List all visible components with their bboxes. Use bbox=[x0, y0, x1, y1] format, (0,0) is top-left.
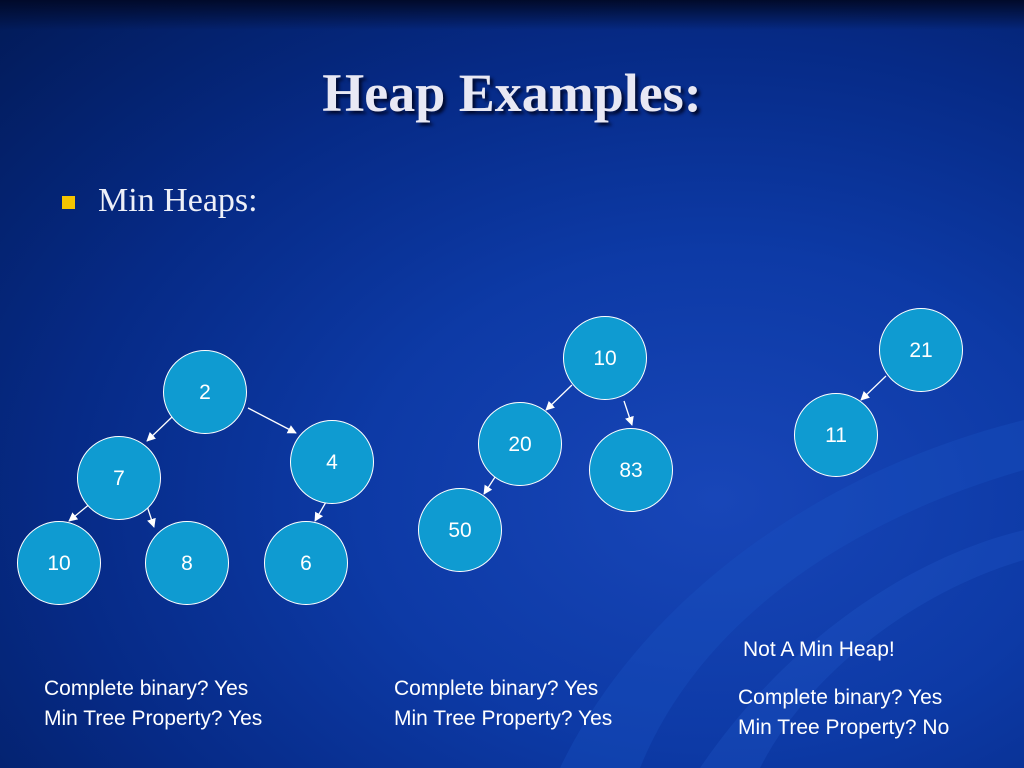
tree1-node-left-right: 8 bbox=[145, 521, 229, 605]
tree3-node-root: 21 bbox=[879, 308, 963, 392]
bullet-square-icon bbox=[62, 196, 75, 209]
tree2-node-left-left: 50 bbox=[418, 488, 502, 572]
tree2-node-left: 20 bbox=[478, 402, 562, 486]
min-tree-property-text: Min Tree Property? Yes bbox=[44, 707, 263, 730]
node-label: 6 bbox=[300, 552, 312, 575]
node-label: 8 bbox=[181, 552, 193, 575]
tree1-node-left: 7 bbox=[77, 436, 161, 520]
node-label: 20 bbox=[508, 433, 532, 456]
complete-binary-text: Complete binary? Yes bbox=[44, 677, 249, 700]
tree1-caption: Complete binary? Yes Min Tree Property? … bbox=[44, 674, 262, 734]
node-label: 83 bbox=[619, 459, 643, 482]
tree2-node-right: 83 bbox=[589, 428, 673, 512]
node-label: 10 bbox=[593, 347, 617, 370]
complete-binary-text: Complete binary? Yes bbox=[738, 686, 943, 709]
tree1-node-right-left: 6 bbox=[264, 521, 348, 605]
edge-21-11 bbox=[860, 375, 887, 401]
tree2-node-root: 10 bbox=[563, 316, 647, 400]
tree1-node-left-left: 10 bbox=[17, 521, 101, 605]
tree3-node-left: 11 bbox=[794, 393, 878, 477]
tree2-caption: Complete binary? Yes Min Tree Property? … bbox=[394, 674, 612, 734]
node-label: 11 bbox=[825, 424, 847, 447]
top-dark-band bbox=[0, 0, 1024, 30]
node-label: 7 bbox=[113, 467, 125, 490]
min-tree-property-text: Min Tree Property? Yes bbox=[394, 707, 613, 730]
bullet-text: Min Heaps: bbox=[98, 182, 258, 219]
edge-4-6 bbox=[314, 501, 327, 522]
tree1-node-root: 2 bbox=[163, 350, 247, 434]
edge-10-20 bbox=[545, 384, 573, 411]
not-min-heap-label: Not A Min Heap! bbox=[743, 638, 895, 661]
edge-2-7 bbox=[146, 416, 173, 442]
node-label: 50 bbox=[448, 519, 472, 542]
edge-2-4 bbox=[247, 407, 297, 434]
tree3-caption: Complete binary? Yes Min Tree Property? … bbox=[738, 683, 949, 743]
node-label: 21 bbox=[909, 339, 933, 362]
complete-binary-text: Complete binary? Yes bbox=[394, 677, 599, 700]
node-label: 2 bbox=[199, 381, 211, 404]
tree1-node-right: 4 bbox=[290, 420, 374, 504]
slide-title: Heap Examples: bbox=[322, 63, 702, 123]
min-tree-property-text: Min Tree Property? No bbox=[738, 716, 950, 739]
edge-10-83 bbox=[623, 400, 634, 426]
node-label: 4 bbox=[326, 451, 338, 474]
node-label: 10 bbox=[47, 552, 71, 575]
